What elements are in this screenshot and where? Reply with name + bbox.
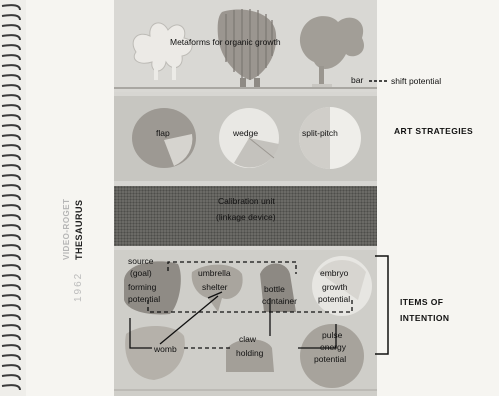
pulse-label-3: potential bbox=[314, 354, 346, 364]
source-label-1: source bbox=[128, 256, 154, 266]
bar-label: bar bbox=[351, 75, 363, 85]
embryo-label-2: growth bbox=[322, 282, 348, 292]
calibration-line2: (linkage device) bbox=[216, 212, 276, 222]
embryo-label-3: potential bbox=[318, 294, 350, 304]
spiral-binding bbox=[0, 0, 26, 396]
items-label-line1: ITEMS OF bbox=[400, 297, 443, 307]
umbrella-label-1: umbrella bbox=[198, 268, 231, 278]
pulse-label-1: pulse bbox=[322, 330, 342, 340]
source-label-4: potential bbox=[128, 294, 160, 304]
split-pitch-label: split-pitch bbox=[302, 128, 338, 138]
spine-title: VIDEO-ROGET bbox=[62, 198, 71, 260]
spine-subtitle: THESAURUS bbox=[74, 199, 84, 260]
items-label-line2: INTENTION bbox=[400, 313, 449, 323]
source-label-2: (goal) bbox=[130, 268, 152, 278]
spine-title-block: VIDEO-ROGET THESAURUS 1962 bbox=[50, 140, 90, 370]
calibration-line1: Calibration unit bbox=[218, 196, 275, 206]
womb-label: womb bbox=[154, 344, 177, 354]
strategy-shapes bbox=[114, 96, 377, 181]
bottle-label-2: container bbox=[262, 296, 297, 306]
art-strategies-label: ART STRATEGIES bbox=[394, 126, 473, 136]
claw-label-1: claw bbox=[239, 334, 256, 344]
pulse-label-2: energy bbox=[320, 342, 346, 352]
metaforms-panel: Metaforms for organic growth bar bbox=[114, 0, 377, 92]
source-label-3: forming bbox=[128, 282, 156, 292]
umbrella-label-2: shelter bbox=[202, 282, 228, 292]
claw-label-2: holding bbox=[236, 348, 263, 358]
art-strategies-panel: flap wedge split-pitch bbox=[114, 96, 377, 181]
wedge-label: wedge bbox=[233, 128, 258, 138]
embryo-label-1: embryo bbox=[320, 268, 348, 278]
shift-potential-label: shift potential bbox=[391, 76, 441, 86]
bottle-label-1: bottle bbox=[264, 284, 285, 294]
flap-label: flap bbox=[156, 128, 170, 138]
spine-year: 1962 bbox=[73, 272, 84, 302]
photo-plate: Metaforms for organic growth bar flap we… bbox=[114, 0, 377, 396]
items-panel: source (goal) forming potential umbrella… bbox=[114, 250, 377, 396]
calibration-panel: Calibration unit (linkage device) bbox=[114, 186, 377, 246]
metaforms-caption: Metaforms for organic growth bbox=[170, 37, 281, 47]
